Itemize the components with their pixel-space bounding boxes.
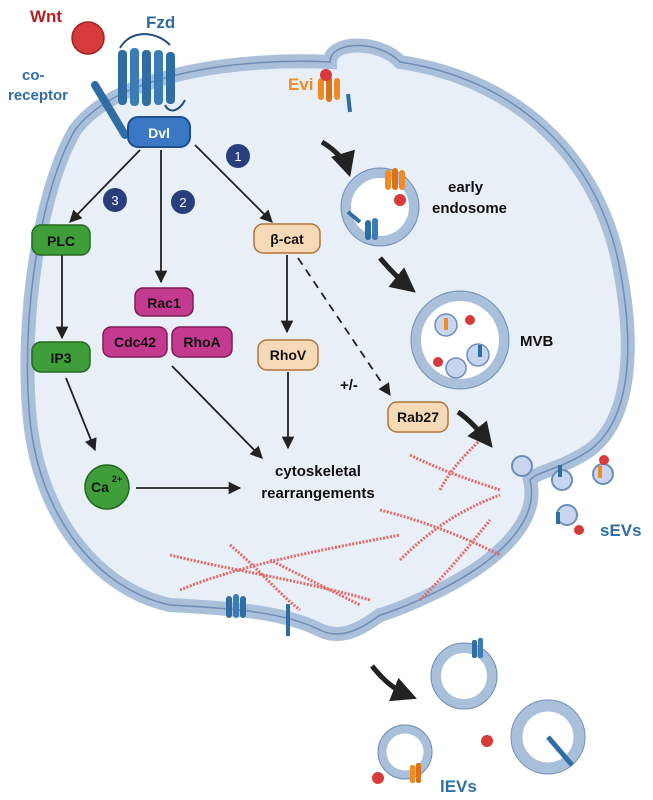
rhoa-node: RhoA — [171, 326, 233, 358]
mvb — [410, 290, 510, 390]
svg-text:3: 3 — [111, 193, 118, 208]
svg-text:Rac1: Rac1 — [147, 295, 181, 311]
svg-text:Cdc42: Cdc42 — [114, 334, 156, 350]
fzd-label: Fzd — [146, 13, 175, 32]
svg-text:RhoA: RhoA — [183, 334, 220, 350]
calcium-node: Ca 2+ — [84, 464, 130, 510]
plc-node: PLC — [31, 224, 91, 256]
mvb-label: MVB — [520, 333, 554, 350]
cdc42-node: Cdc42 — [102, 326, 168, 358]
wnt-ligand — [71, 21, 105, 55]
endosome-label: endosome — [432, 200, 507, 217]
beta-catenin-node: β-cat — [253, 223, 321, 254]
evi-protein — [318, 69, 352, 113]
fzd-receptor — [71, 21, 186, 139]
bottom-membrane-receptor — [226, 594, 290, 636]
svg-text:PLC: PLC — [47, 233, 75, 249]
wnt-label: Wnt — [30, 7, 62, 26]
cytoskeletal-label-1: cytoskeletal — [275, 463, 361, 480]
svg-text:2: 2 — [179, 195, 186, 210]
co-receptor-label-2: receptor — [8, 87, 68, 104]
large-extracellular-vesicles — [372, 638, 586, 784]
early-label: early — [448, 179, 484, 196]
svg-text:2+: 2+ — [112, 474, 122, 484]
sevs-label: sEVs — [600, 521, 642, 540]
levs-label: lEVs — [440, 777, 477, 796]
svg-text:Rab27: Rab27 — [397, 409, 439, 425]
dvl-node: Dvl — [127, 116, 191, 148]
svg-text:RhoV: RhoV — [270, 347, 307, 363]
pathway-arrows — [55, 144, 391, 495]
co-receptor-bar — [91, 81, 129, 139]
small-extracellular-vesicles — [511, 455, 614, 535]
early-endosome — [340, 167, 420, 247]
rab27-node: Rab27 — [387, 401, 449, 433]
plus-minus-label: +/- — [340, 377, 358, 394]
rac1-node: Rac1 — [134, 287, 194, 317]
actin-filaments — [169, 438, 501, 612]
ip3-node: IP3 — [31, 341, 91, 373]
co-receptor-label-1: co- — [22, 67, 45, 84]
svg-text:IP3: IP3 — [50, 350, 71, 366]
pathway-number-2: 2 — [171, 190, 195, 214]
svg-text:1: 1 — [234, 149, 241, 164]
svg-text:Ca: Ca — [91, 479, 109, 495]
rhov-node: RhoV — [257, 339, 319, 371]
pathway-number-1: 1 — [226, 144, 250, 168]
svg-text:β-cat: β-cat — [270, 231, 304, 247]
pathway-number-3: 3 — [103, 188, 127, 212]
trafficking-arrows — [320, 139, 493, 702]
dvl-label: Dvl — [148, 125, 170, 141]
evi-label: Evi — [288, 75, 314, 94]
cytoskeletal-label-2: rearrangements — [261, 485, 374, 502]
